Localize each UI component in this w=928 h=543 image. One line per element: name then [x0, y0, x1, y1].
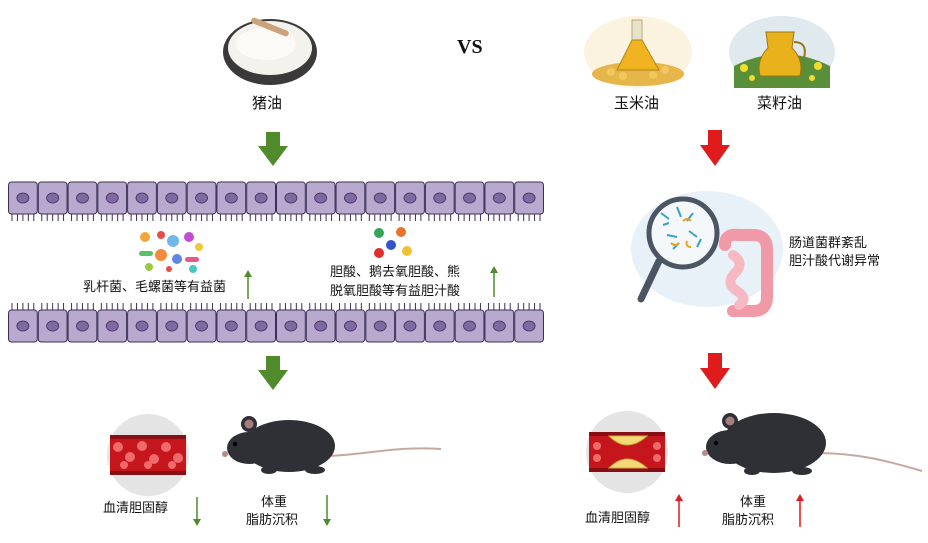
beneficial-bacteria-icon	[139, 231, 203, 273]
cell-nucleus	[254, 192, 268, 204]
cell-nucleus	[165, 320, 179, 332]
fat-deposition-label: 脂肪沉积	[722, 513, 775, 528]
red-down-arrow-icon	[700, 353, 730, 389]
cell-nucleus	[254, 320, 268, 332]
cell-nucleus	[492, 192, 506, 204]
cell-nucleus	[16, 320, 30, 332]
cell-nucleus	[16, 192, 30, 204]
bile-metabolism-label: 胆汁酸代谢异常	[789, 254, 881, 269]
cell-nucleus	[373, 192, 387, 204]
gut-dysbiosis-label: 肠道菌群紊乱	[789, 236, 868, 251]
body-weight-label: 体重	[739, 495, 766, 510]
healthy-blood-vessel-icon	[107, 414, 189, 496]
up-arrow-icon	[244, 270, 252, 299]
cell-nucleus	[522, 320, 536, 332]
bile-acid-label-line2: 脱氧胆酸等有益胆汁酸	[330, 284, 461, 299]
serum-cholesterol-label: 血清胆固醇	[103, 501, 169, 516]
serum-cholesterol-label: 血清胆固醇	[585, 511, 651, 526]
cell-nucleus	[105, 320, 119, 332]
clogged-blood-vessel-icon	[586, 411, 668, 493]
cell-nucleus	[224, 320, 238, 332]
vs-label: VS	[457, 36, 483, 58]
cell-nucleus	[314, 192, 328, 204]
cell-nucleus	[135, 192, 149, 204]
cell-nucleus	[76, 320, 89, 332]
beneficial-bacteria-label: 乳杆菌、毛螺菌等有益菌	[83, 280, 227, 295]
cell-nucleus	[463, 320, 476, 332]
cell-nucleus	[373, 320, 387, 332]
rapeseed-oil-label: 菜籽油	[757, 94, 803, 112]
cell-nucleus	[284, 192, 298, 204]
cell-nucleus	[522, 192, 536, 204]
cell-nucleus	[314, 320, 328, 332]
cell-nucleus	[492, 320, 506, 332]
cell-nucleus	[224, 192, 238, 204]
down-arrow-icon	[193, 497, 201, 526]
corn-oil-label: 玉米油	[614, 94, 660, 112]
intestinal-epithelium-upper	[8, 181, 544, 221]
cell-nucleus	[195, 320, 208, 332]
corn-oil-icon	[584, 16, 692, 88]
cell-nucleus	[165, 192, 179, 204]
cell-nucleus	[403, 320, 417, 332]
rapeseed-oil-icon	[729, 16, 835, 88]
mouse-icon	[222, 416, 442, 474]
cell-nucleus	[463, 192, 476, 204]
cell-nucleus	[433, 320, 447, 332]
body-weight-label: 体重	[260, 495, 287, 510]
up-arrow-icon	[796, 494, 804, 527]
cell-nucleus	[344, 320, 357, 332]
lard-label: 猪油	[252, 94, 283, 112]
cell-nucleus	[46, 192, 60, 204]
up-arrow-icon	[490, 266, 498, 297]
red-down-arrow-icon	[700, 130, 730, 166]
cell-nucleus	[135, 320, 149, 332]
cell-nucleus	[195, 192, 208, 204]
cell-nucleus	[105, 192, 119, 204]
cell-nucleus	[76, 192, 89, 204]
cell-nucleus	[433, 192, 447, 204]
lard-bowl-icon	[223, 17, 317, 85]
green-down-arrow-icon	[258, 356, 288, 390]
fat-deposition-label: 脂肪沉积	[246, 513, 299, 528]
mouse-icon	[702, 413, 923, 475]
intestinal-epithelium-lower	[8, 303, 544, 343]
green-down-arrow-icon	[258, 132, 288, 166]
bile-acids-icon	[374, 227, 412, 258]
down-arrow-icon	[323, 495, 331, 526]
up-arrow-icon	[675, 494, 683, 527]
gut-microbiota-magnifier-icon	[631, 191, 783, 317]
cell-nucleus	[46, 320, 60, 332]
cell-nucleus	[344, 192, 357, 204]
bile-acid-label-line1: 胆酸、鹅去氧胆酸、熊	[330, 265, 461, 280]
cell-nucleus	[284, 320, 298, 332]
cell-nucleus	[403, 192, 417, 204]
